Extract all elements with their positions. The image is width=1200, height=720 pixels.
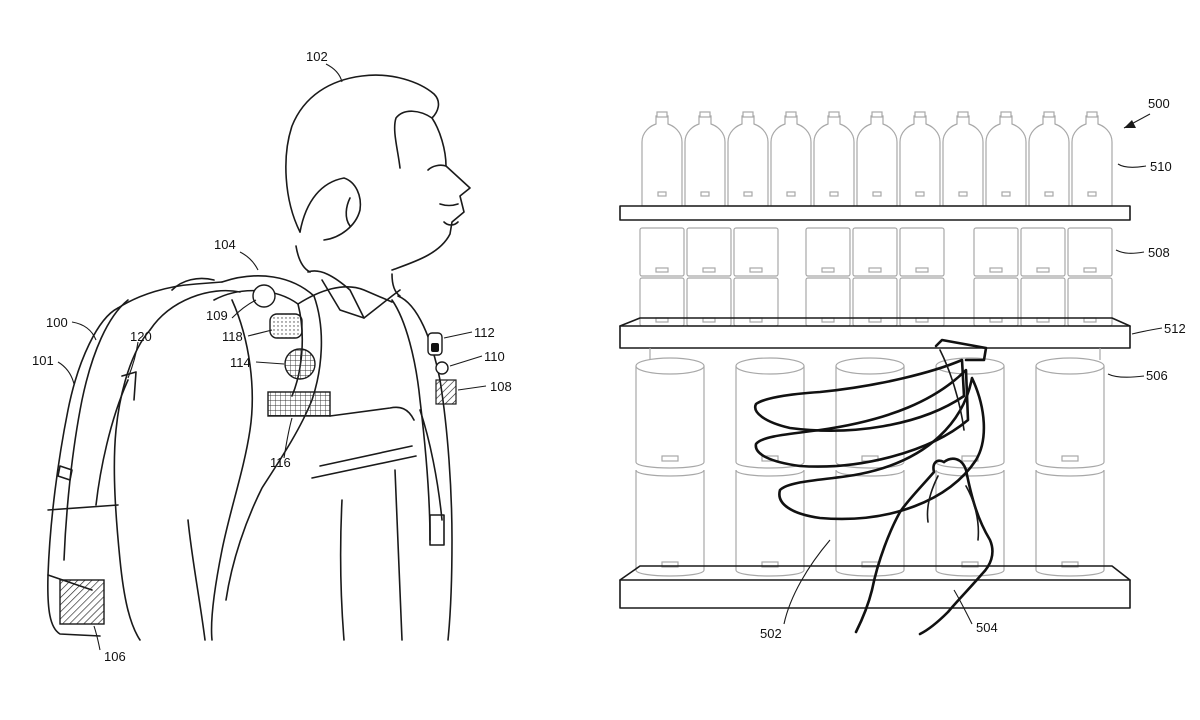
label-106: 106 [104,649,126,664]
banana-bunch-502 [753,338,988,521]
shelf-figure: 500 510 508 512 506 502 504 [619,96,1186,641]
box-stack [686,227,732,327]
bottle [985,111,1027,207]
box-stack [1020,227,1066,327]
roll-stack [1035,357,1105,577]
roll-stack [735,357,805,577]
hand-504 [854,457,994,636]
device-108 [435,379,457,405]
label-109: 109 [206,308,228,323]
arm [113,289,254,641]
label-112: 112 [474,325,495,340]
label-120: 120 [130,329,152,344]
box-stack [899,227,945,327]
box-stack [1067,227,1113,327]
torso [297,286,417,641]
label-118: 118 [222,329,243,344]
backpack [47,277,223,637]
bottle-row-510 [641,111,1113,207]
box-stack [805,227,851,327]
label-102: 102 [306,49,328,64]
label-510: 510 [1150,159,1172,174]
arrowhead-500 [1124,120,1136,128]
label-502: 502 [760,626,782,641]
component-114 [284,348,316,380]
box-stack [639,227,685,327]
label-512: 512 [1164,321,1186,336]
chest-band-116 [267,391,331,417]
box-stack [733,227,779,327]
pocket-component-106 [59,579,105,625]
bottle [813,111,855,207]
bottle [684,111,726,207]
bottle [856,111,898,207]
roll-row-506 [635,357,1105,577]
box-stack [973,227,1019,327]
bottle [1071,111,1113,207]
head [285,74,471,271]
label-114: 114 [230,355,251,370]
collar [307,270,401,319]
label-508: 508 [1148,245,1170,260]
right-strap [391,295,453,641]
device-110 [435,361,449,375]
bottle [899,111,941,207]
component-118 [269,313,303,339]
label-104: 104 [214,237,236,252]
roll-stack [935,357,1005,577]
label-116: 116 [270,455,291,470]
box-stack [852,227,898,327]
label-101: 101 [32,353,54,368]
person-figure: 102 104 100 120 101 109 118 114 116 106 … [32,49,512,664]
right-leader-lines [783,113,1163,625]
roll-stack [635,357,705,577]
bottle [770,111,812,207]
label-108: 108 [490,379,512,394]
shelf-board-top [619,205,1131,221]
label-504: 504 [976,620,998,635]
left-leader-lines [57,63,487,651]
bottle [727,111,769,207]
shoulder-strap [213,275,323,601]
component-109 [252,284,276,308]
box-row-508 [639,227,1113,327]
bottle [1028,111,1070,207]
bottle [641,111,683,207]
label-506: 506 [1146,368,1168,383]
bottle [942,111,984,207]
label-110: 110 [484,349,505,364]
roll-stack [835,357,905,577]
label-500: 500 [1148,96,1170,111]
label-100: 100 [46,315,68,330]
